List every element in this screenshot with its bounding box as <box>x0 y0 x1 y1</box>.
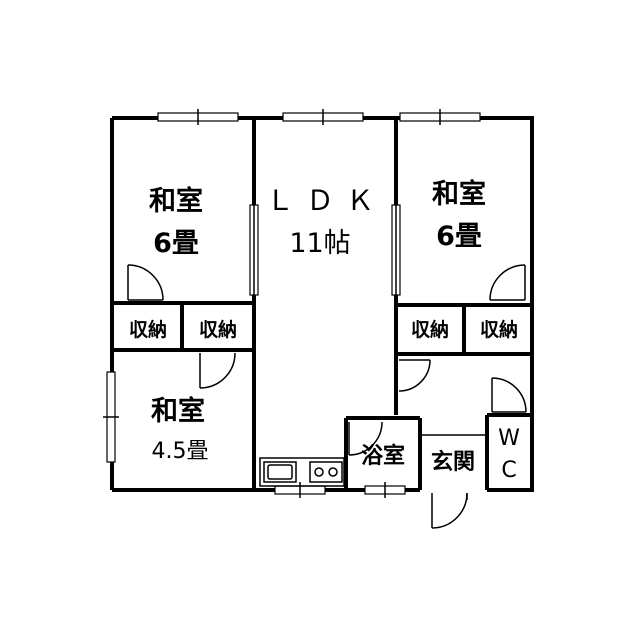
window-bath <box>364 482 406 498</box>
swing-doors <box>127 264 527 529</box>
door-hall <box>398 359 431 392</box>
door-small-room <box>199 352 236 389</box>
room-washitsu-right: 和室 6畳 <box>432 178 486 252</box>
room-name: ＬＤＫ <box>266 184 386 217</box>
storage-label: 収納 <box>199 318 237 341</box>
room-washitsu-small: 和室 4.5畳 <box>151 395 209 464</box>
door-bath <box>348 421 383 456</box>
room-ldk: ＬＤＫ 11帖 <box>266 184 386 259</box>
window-top-center <box>282 109 364 125</box>
storage-label: 収納 <box>411 318 449 341</box>
door-right-room <box>489 264 526 301</box>
sink-icon <box>263 461 297 483</box>
stove-icon <box>309 461 343 483</box>
bath-label: 浴室 <box>361 443 405 469</box>
kitchen-counter <box>259 457 345 487</box>
sliding-door-ldk-right <box>391 204 401 296</box>
storage-label: 収納 <box>480 318 518 341</box>
interior-walls <box>112 118 532 490</box>
room-size: 6畳 <box>153 228 199 259</box>
room-name: 和室 <box>151 395 205 427</box>
wc-label-bottom: C <box>501 458 516 483</box>
room-size: 4.5畳 <box>152 439 209 464</box>
room-name: 和室 <box>432 178 486 210</box>
storage-label: 収納 <box>129 318 167 341</box>
window-left-wall <box>103 371 119 463</box>
entrance-label: 玄関 <box>431 449 475 475</box>
room-washitsu-left: 和室 6畳 <box>149 185 203 259</box>
windows <box>103 109 481 498</box>
wc-label-top: W <box>498 426 520 451</box>
room-size: 11帖 <box>289 228 350 259</box>
door-wc <box>491 377 527 413</box>
room-size: 6畳 <box>436 221 482 252</box>
sliding-door-left-ldk <box>249 204 259 296</box>
door-left-room <box>127 264 164 301</box>
sliding-doors <box>249 204 401 296</box>
window-kitchen <box>274 482 326 498</box>
room-name: 和室 <box>149 185 203 217</box>
window-top-right <box>399 109 481 125</box>
window-top-left <box>157 109 239 125</box>
door-entrance <box>431 492 468 529</box>
